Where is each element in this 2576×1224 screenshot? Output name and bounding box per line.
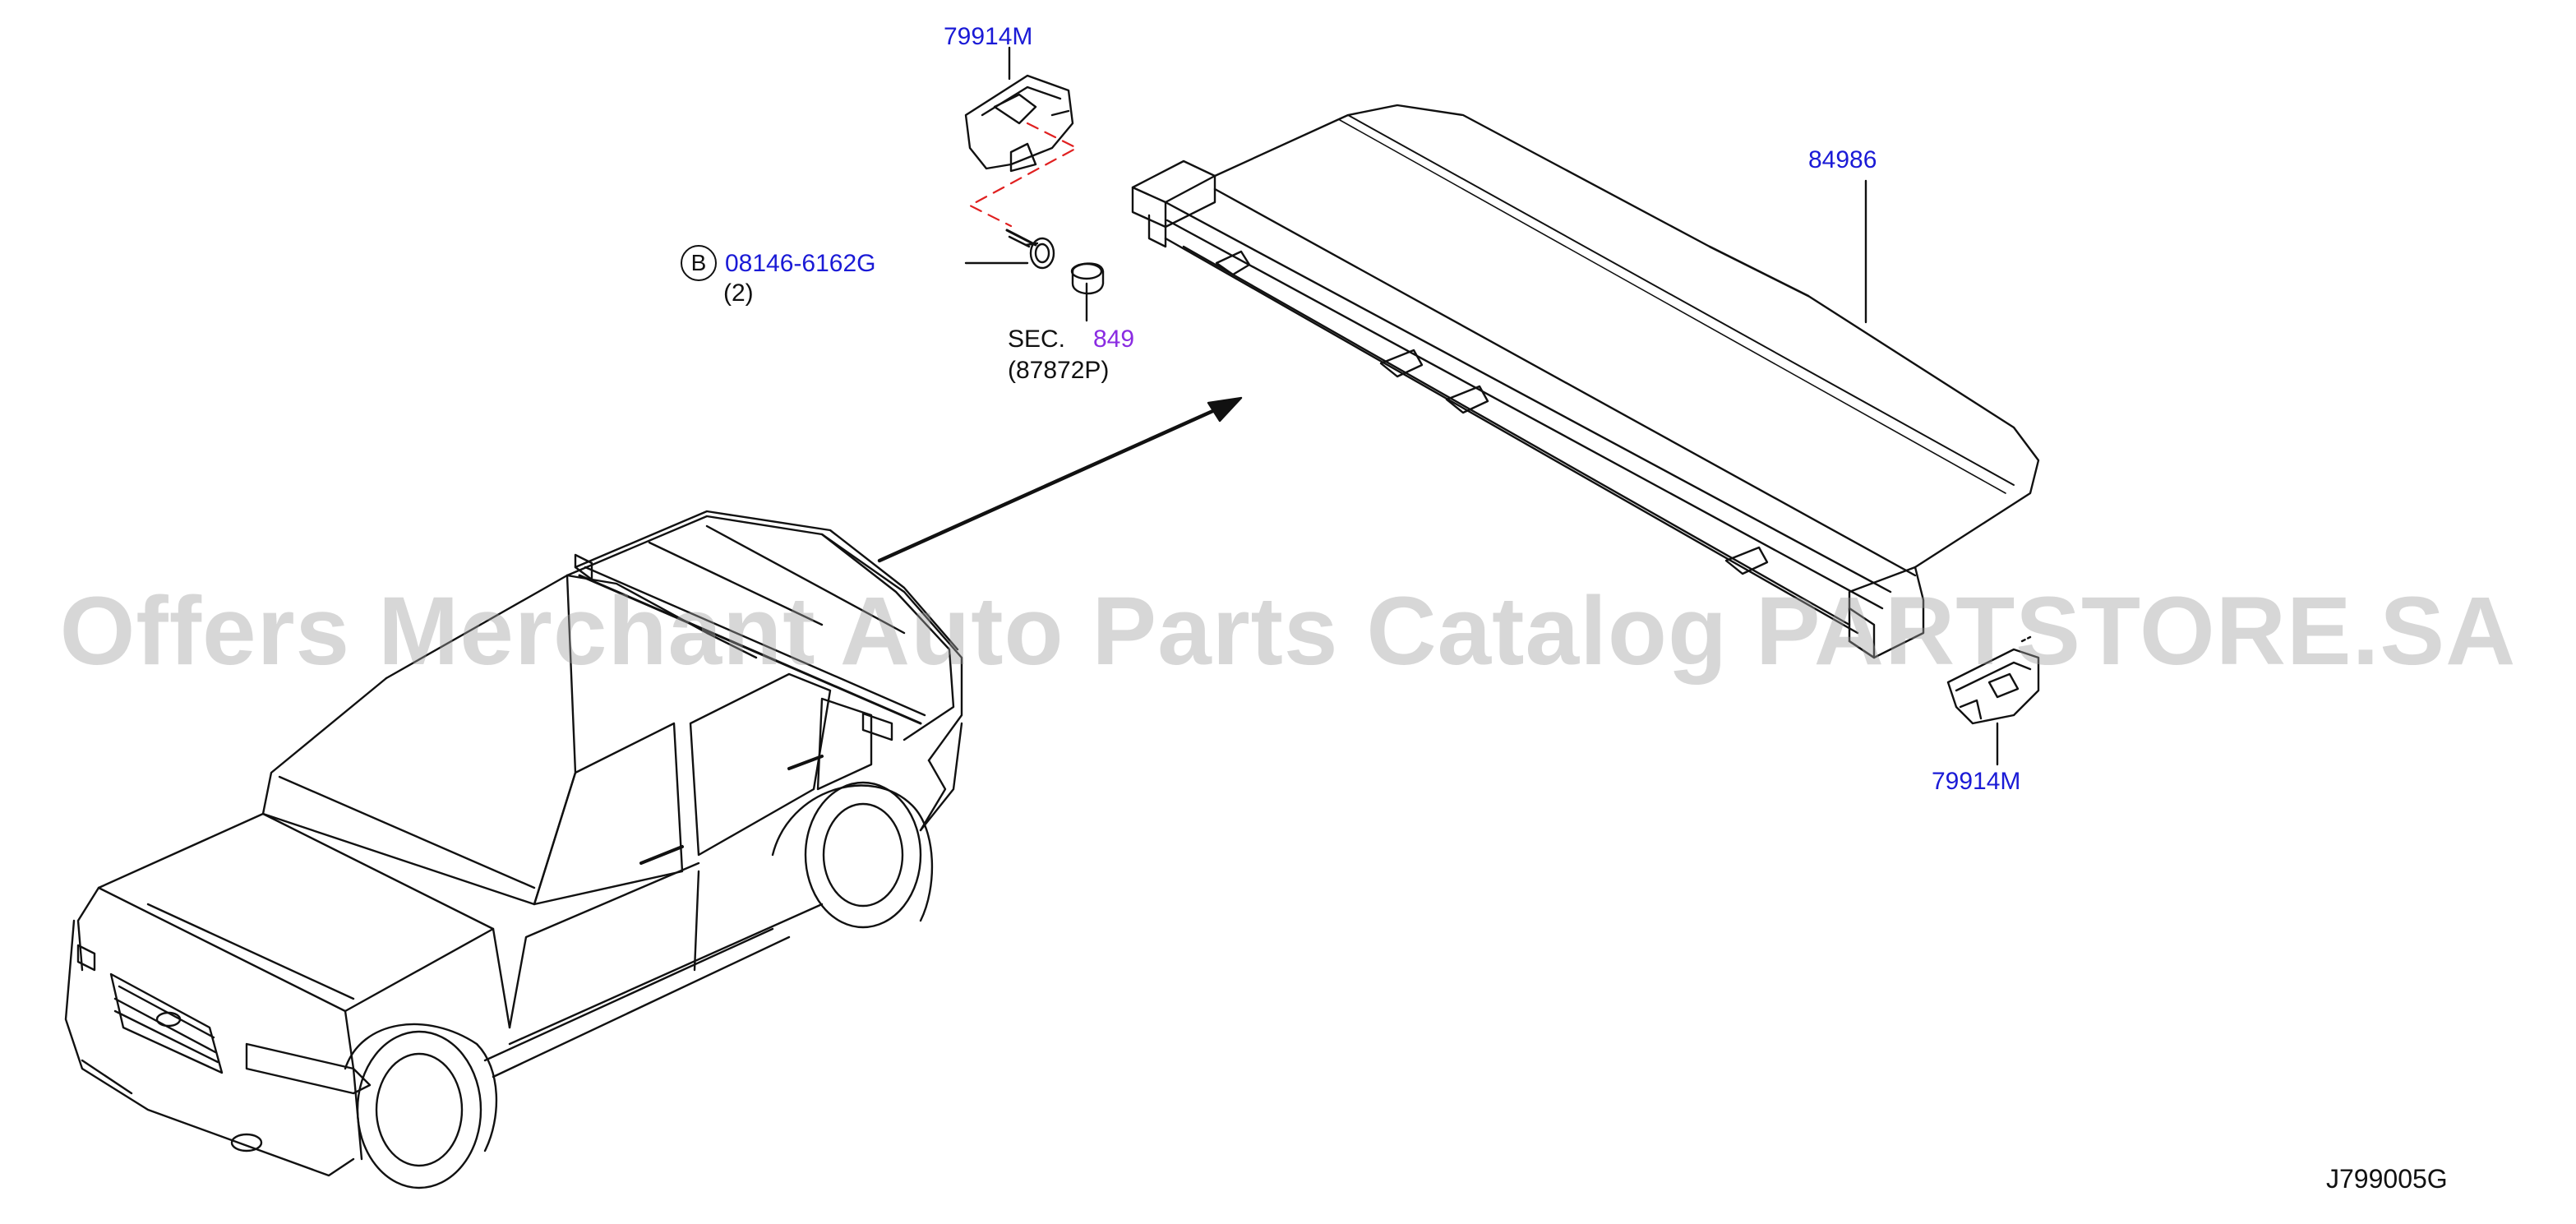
section-subreference: (87872P) xyxy=(1008,357,1110,384)
vehicle-illustration xyxy=(64,510,963,1189)
section-link-849[interactable]: 849 xyxy=(1093,326,1135,353)
bolt-reference-circle: B xyxy=(681,245,717,281)
assembly-path-dashed xyxy=(968,122,1078,228)
bolt-part xyxy=(1005,229,1055,270)
plug-part xyxy=(1070,262,1105,295)
part-label-84986[interactable]: 84986 xyxy=(1808,146,1877,173)
part-label-79914m-top[interactable]: 79914M xyxy=(944,23,1033,50)
diagram-code: J799005G xyxy=(2326,1164,2448,1194)
section-prefix: SEC. xyxy=(1008,326,1066,353)
part-label-08146-6162g[interactable]: 08146-6162G xyxy=(725,250,876,277)
bolt-quantity: (2) xyxy=(723,279,754,307)
part-label-79914m-bottom[interactable]: 79914M xyxy=(1932,768,2021,795)
tonneau-cover xyxy=(1131,104,2040,659)
bracket-bottom xyxy=(1946,635,2040,725)
bracket-top xyxy=(964,74,1074,173)
direction-arrow xyxy=(877,396,1243,563)
